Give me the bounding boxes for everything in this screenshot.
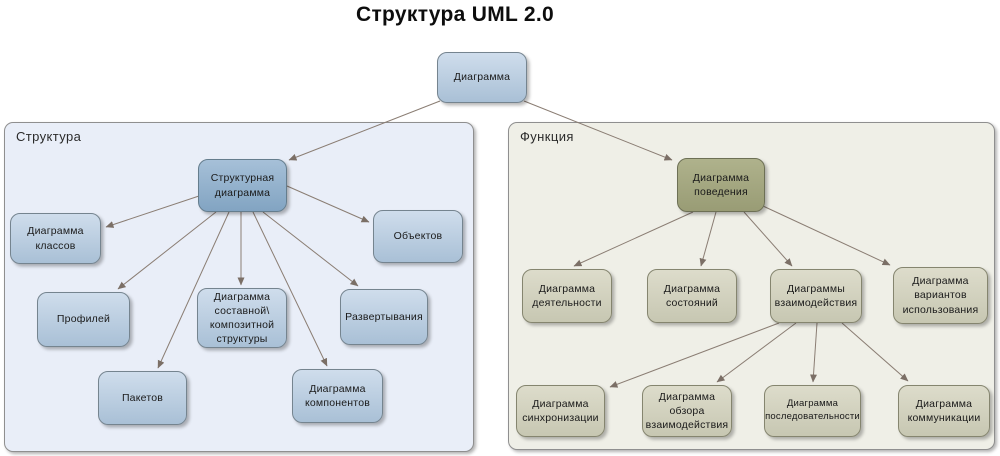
node-diagramma-obzora-vzaimodeystviya: Диаграмма обзора взаимодействия <box>642 385 732 437</box>
node-diagramma-posledovatelnosti: Диаграмма последовательности <box>764 385 861 437</box>
node-profiley: Профилей <box>37 292 130 347</box>
node-diagramma-sostoyaniy: Диаграмма состояний <box>647 269 737 323</box>
node-diagramma-kommunikatsii: Диаграмма коммуникации <box>898 385 990 437</box>
node-paketov: Пакетов <box>98 371 187 425</box>
diagram-title: Структура UML 2.0 <box>356 3 554 26</box>
node-obyektov: Объектов <box>373 210 463 263</box>
node-diagramma-deyatelnosti: Диаграмма деятельности <box>522 269 612 323</box>
container-structure-label: Структура <box>16 129 82 144</box>
node-diagramma-sinhronizatsii: Диаграмма синхронизации <box>516 385 605 437</box>
container-function-label: Функция <box>520 129 574 144</box>
node-sostavnoy-struktury: Диаграмма составной\ композитной структу… <box>197 288 287 348</box>
node-diagramma: Диаграмма <box>437 52 527 103</box>
node-diagramma-klassov: Диаграмма классов <box>10 213 101 264</box>
node-diagrammy-vzaimodeystviya: Диаграммы взаимодействия <box>770 269 862 323</box>
node-diagramma-variantov-ispolzovaniya: Диаграмма вариантов использования <box>893 267 988 324</box>
node-razvertyvaniya: Развертывания <box>340 289 428 345</box>
node-diagramma-komponentov: Диаграмма компонентов <box>292 369 383 423</box>
node-strukturnaya-diagramma: Структурная диаграмма <box>198 159 287 212</box>
node-diagramma-povedeniya: Диаграмма поведения <box>677 158 765 212</box>
